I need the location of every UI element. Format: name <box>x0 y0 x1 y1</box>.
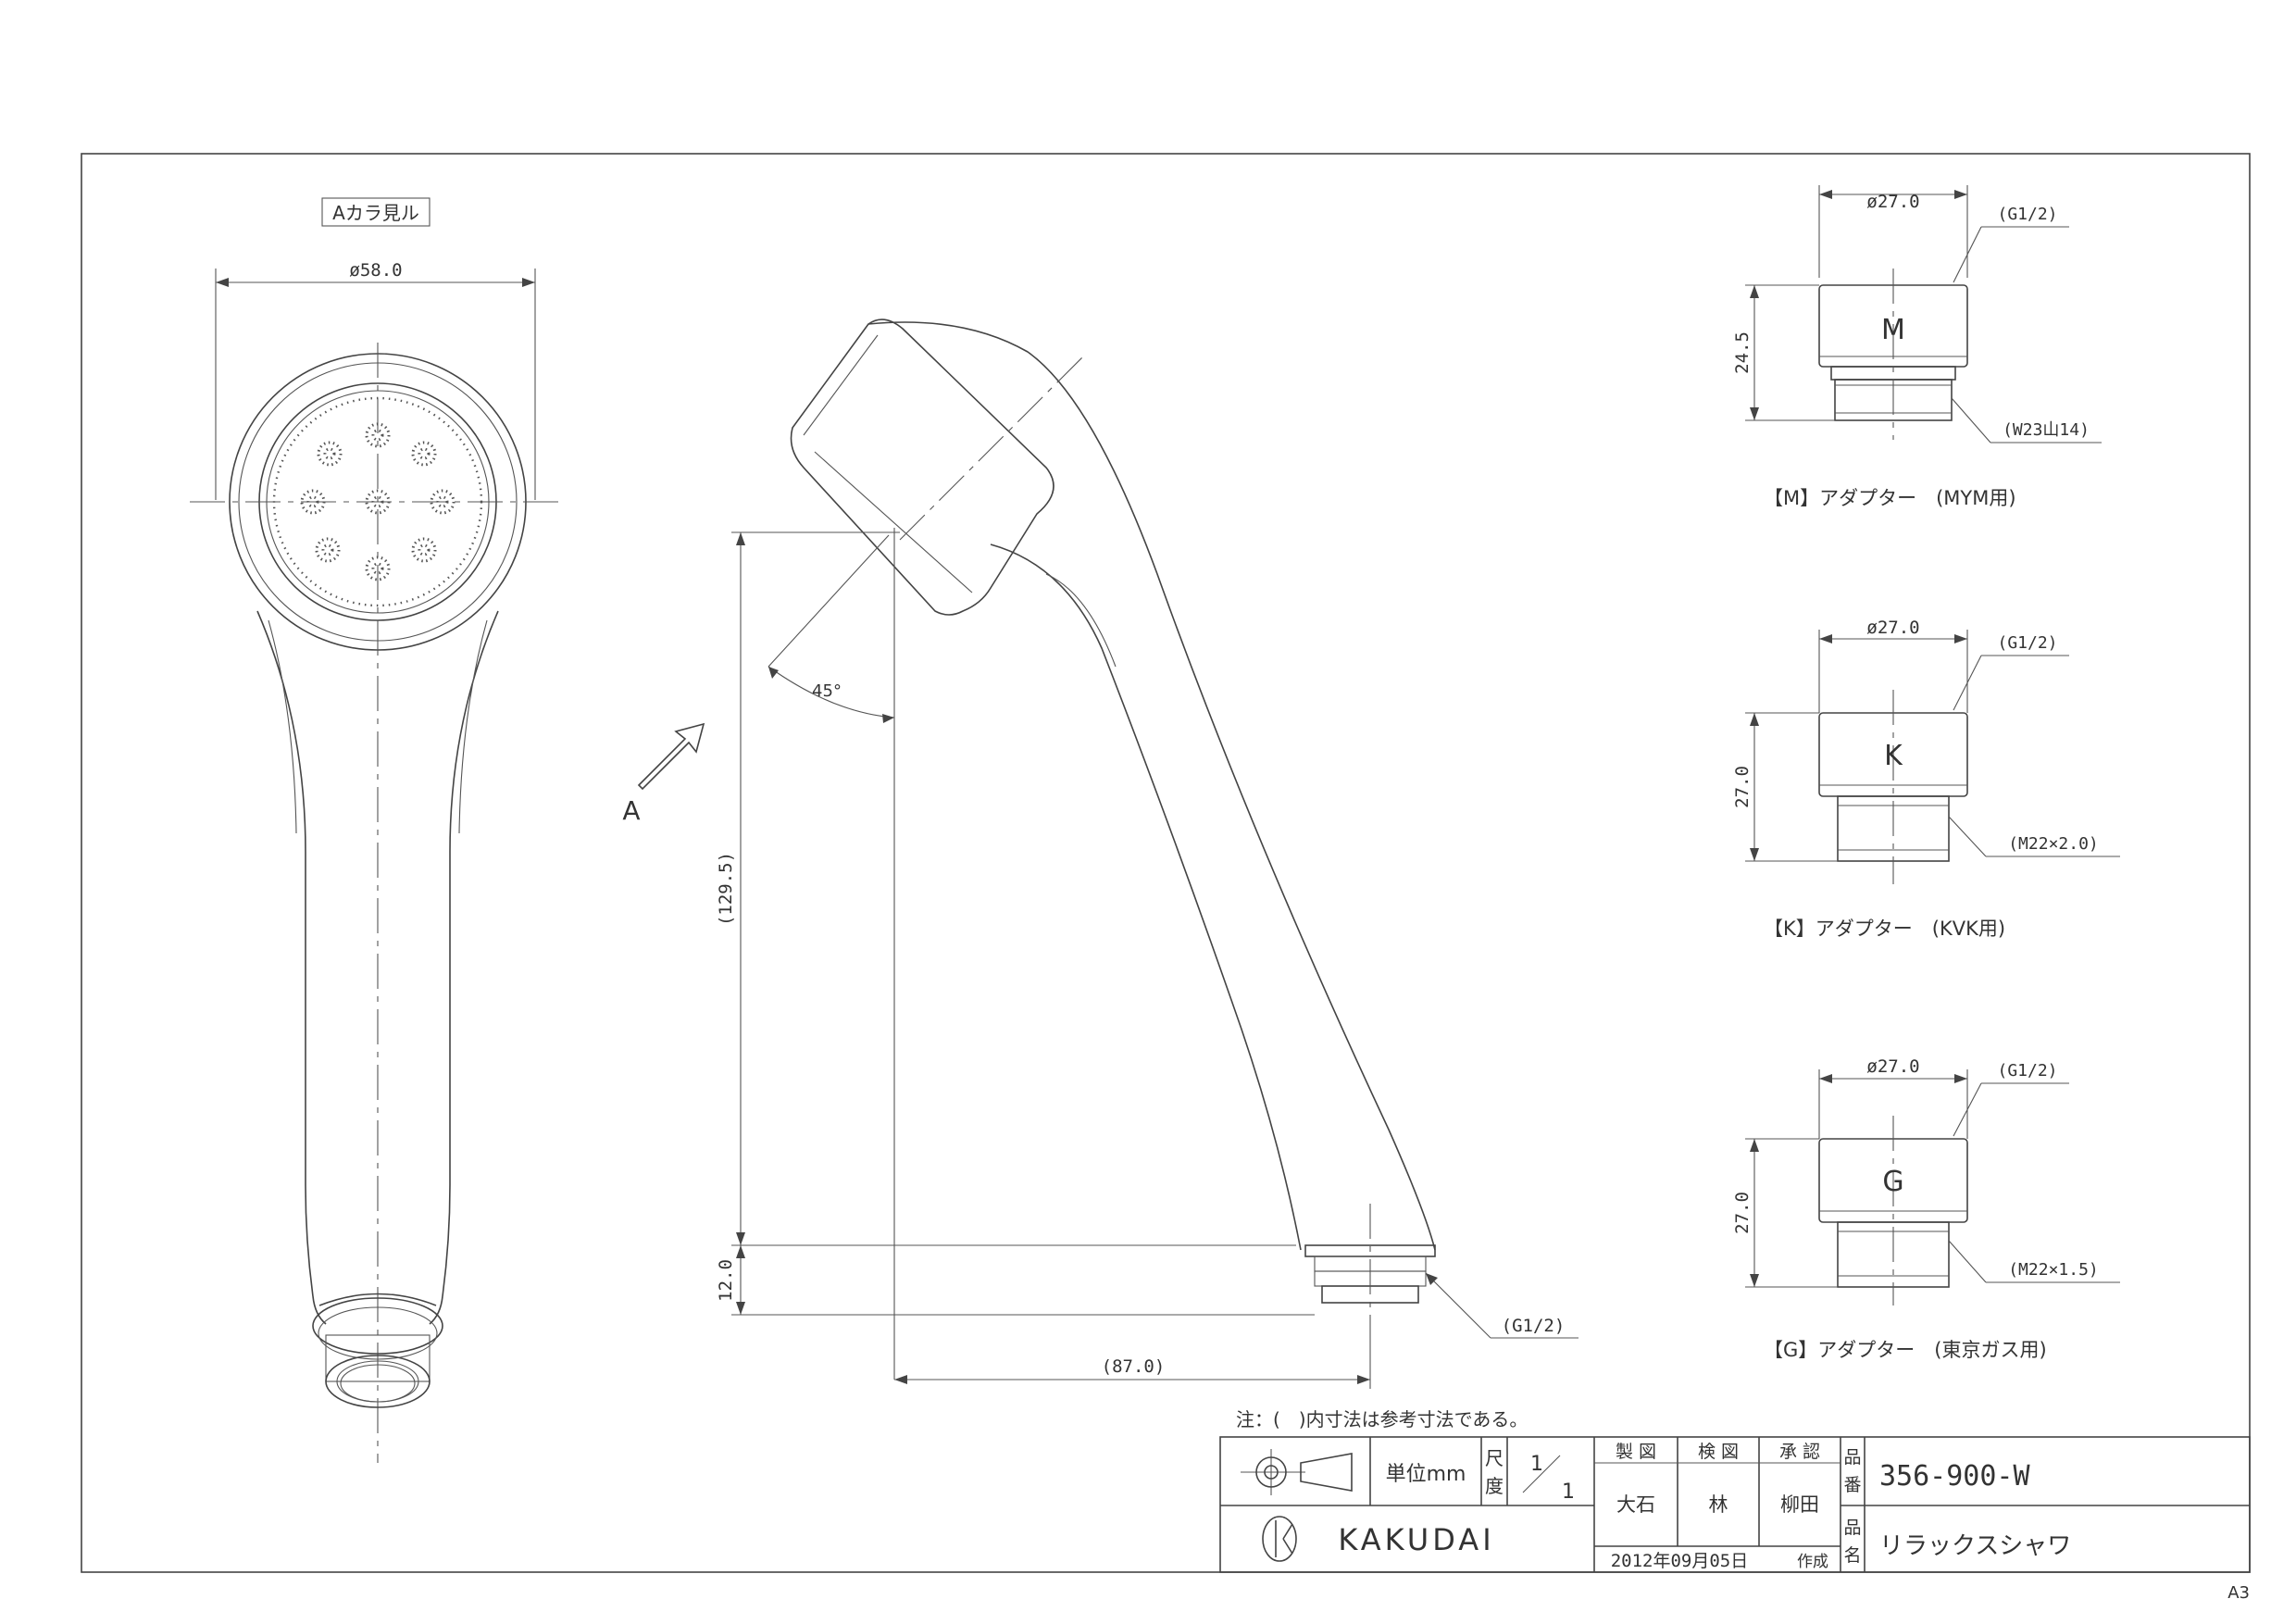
front-diameter-label: ø58.0 <box>349 260 402 281</box>
height-label: (129.5) <box>716 852 736 926</box>
issue-date: 2012年09月05日 <box>1611 1551 1749 1571</box>
scale-numerator: 1 <box>1530 1453 1543 1476</box>
adapter-k-letter: K <box>1884 740 1903 772</box>
checked-label: 検 図 <box>1698 1442 1739 1462</box>
angle-label: 45° <box>812 681 842 701</box>
adapter-m-top-thread: (G1/2) <box>1997 205 2057 224</box>
part-no-label-1: 品 <box>1843 1447 1861 1468</box>
adapter-g: ø27.0 G 27.0 (G1/2) (M22×1.5) 【G】アダプター (… <box>1732 1056 2120 1361</box>
thread-label: (G1/2) <box>1502 1316 1566 1336</box>
unit-label: 単位mm <box>1386 1463 1466 1486</box>
view-arrow-label: A <box>622 795 640 826</box>
created-label: 作成 <box>1797 1553 1828 1571</box>
adapter-g-diameter: ø27.0 <box>1866 1056 1919 1077</box>
adapter-k-diameter: ø27.0 <box>1866 618 1919 638</box>
company-name: KAKUDAI <box>1338 1522 1494 1557</box>
sheet-border <box>81 153 2251 1573</box>
checked-by: 林 <box>1709 1493 1728 1516</box>
adapter-m-diameter: ø27.0 <box>1866 192 1919 212</box>
drawn-label: 製 図 <box>1616 1442 1656 1462</box>
adapter-k-bottom-thread: (M22×2.0) <box>2008 834 2099 854</box>
adapter-g-bottom-thread: (M22×1.5) <box>2008 1260 2099 1280</box>
adapter-k-caption: 【K】アダプター (KVK用) <box>1764 918 2005 940</box>
adapter-g-top-thread: (G1/2) <box>1997 1061 2057 1081</box>
front-view: Aカラ見ル ø58.0 <box>190 197 565 1463</box>
scale-label-1: 尺 <box>1485 1447 1504 1469</box>
drawn-by: 大石 <box>1616 1493 1655 1516</box>
approved-by: 柳田 <box>1780 1493 1819 1516</box>
dimension-note: 注：( )内寸法は参考寸法である。 <box>1236 1408 1528 1430</box>
approved-label: 承 認 <box>1779 1442 1820 1462</box>
side-view: 45° A (129.5) 12.0 (87.0) (G1/2) <box>622 319 1578 1389</box>
bottom-height-label: 12.0 <box>716 1259 736 1302</box>
adapter-k-height: 27.0 <box>1732 766 1753 808</box>
adapter-m: ø27.0 M 24.5 (G1/2) (W23山14) 【M】アダプター (M… <box>1732 185 2102 509</box>
adapter-k-top-thread: (G1/2) <box>1997 633 2057 653</box>
view-label: Aカラ見ル <box>332 202 419 224</box>
adapter-k: ø27.0 K 27.0 (G1/2) (M22×2.0) 【K】アダプター (… <box>1732 618 2120 940</box>
sheet-size: A3 <box>2227 1583 2250 1603</box>
adapter-m-caption: 【M】アダプター (MYM用) <box>1764 487 2016 509</box>
adapter-g-height: 27.0 <box>1732 1192 1753 1234</box>
adapter-m-height: 24.5 <box>1732 331 1753 374</box>
title-block: 単位mm 尺 度 1 1 製 図 検 図 承 認 大石 林 柳田 品 番 品 名… <box>1219 1436 2251 1573</box>
projection-symbol-icon <box>1241 1449 1353 1495</box>
adapter-m-bottom-thread: (W23山14) <box>2003 420 2090 440</box>
part-name-label-1: 品 <box>1843 1518 1861 1538</box>
part-no-label-2: 番 <box>1843 1475 1861 1495</box>
adapter-g-letter: G <box>1882 1166 1903 1198</box>
part-name-label-2: 名 <box>1843 1545 1861 1566</box>
scale-label-2: 度 <box>1485 1475 1504 1497</box>
adapter-g-caption: 【G】アダプター (東京ガス用) <box>1764 1339 2047 1361</box>
part-name: リラックスシャワ <box>1879 1532 2071 1560</box>
adapter-m-letter: M <box>1881 314 1905 346</box>
scale-denominator: 1 <box>1562 1480 1575 1504</box>
kakudai-logo <box>1262 1516 1297 1562</box>
width-label: (87.0) <box>1102 1356 1166 1377</box>
part-number: 356-900-W <box>1879 1460 2030 1493</box>
view-label-box <box>321 197 430 227</box>
